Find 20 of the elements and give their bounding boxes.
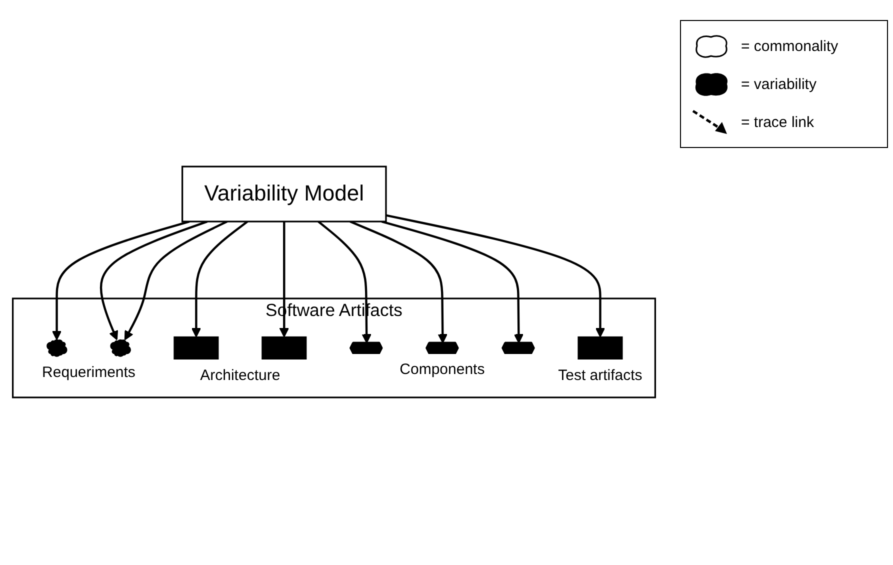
- node-box: [578, 336, 623, 360]
- arrow: [124, 220, 228, 340]
- artifact-label: Requeriments: [42, 364, 136, 382]
- arrow: [52, 220, 190, 340]
- arrow: [279, 222, 289, 338]
- arrow: [191, 220, 248, 338]
- artifact-label: Components: [400, 361, 485, 378]
- node-cloud: [110, 339, 131, 357]
- legend-label: = variability: [741, 76, 816, 92]
- node-box: [262, 336, 307, 360]
- arrow: [100, 220, 208, 340]
- arrow: [386, 214, 606, 338]
- legend-label: = commonality: [741, 38, 838, 54]
- legend-label: = trace link: [741, 114, 814, 130]
- arrow: [350, 220, 448, 344]
- node-box: Variability Model: [181, 166, 387, 222]
- node-box: [174, 336, 219, 360]
- node-cloud: [46, 339, 68, 357]
- arrow: [318, 220, 372, 344]
- arrow: [381, 220, 524, 344]
